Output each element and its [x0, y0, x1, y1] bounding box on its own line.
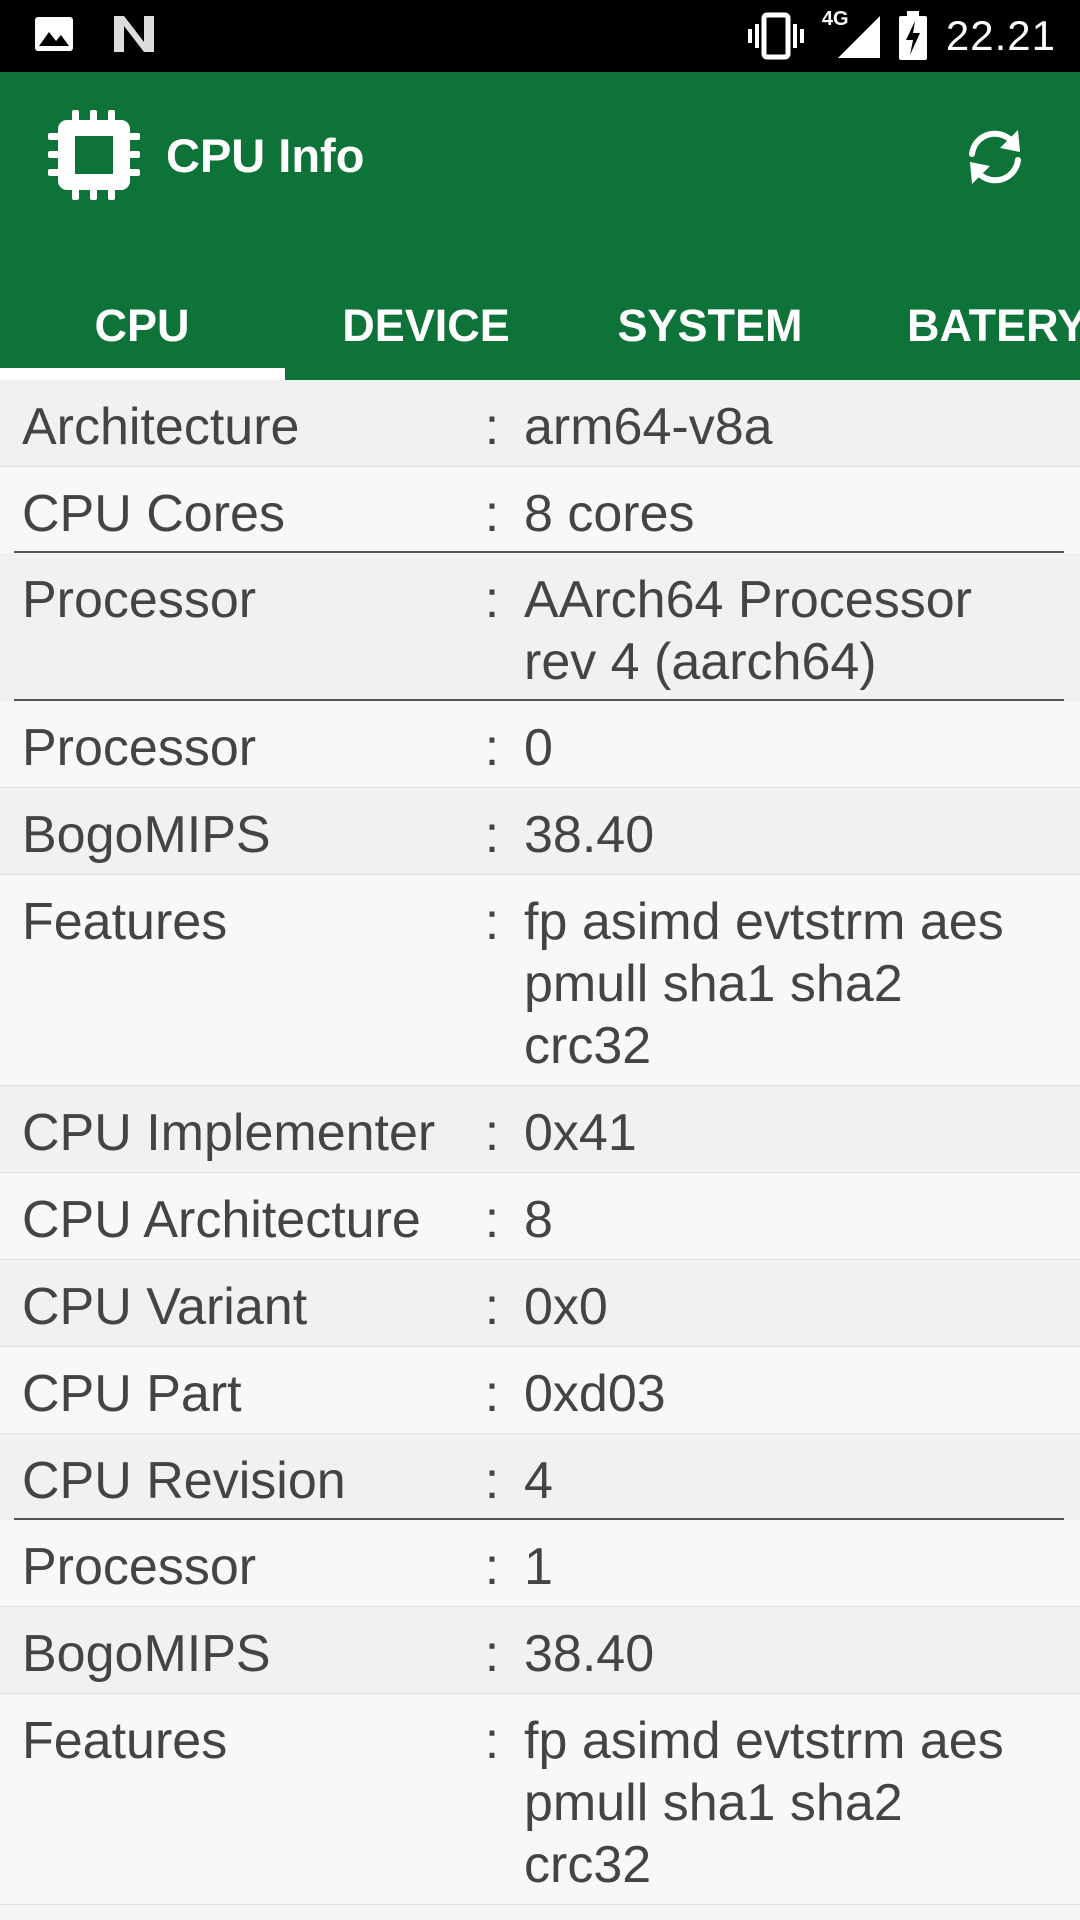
vibrate-icon: [747, 12, 804, 60]
n-icon: [114, 16, 154, 52]
cpu-info-list[interactable]: Architecture : arm64-v8a CPU Cores : 8 c…: [0, 380, 1080, 1920]
info-row: Features : fp asimd evtstrm aes pmull sh…: [0, 875, 1080, 1086]
row-value: 8: [524, 1191, 553, 1249]
refresh-icon[interactable]: [962, 124, 1028, 190]
row-value: 8 cores: [524, 485, 695, 543]
row-value: 38.40: [524, 1625, 655, 1683]
row-label: Features: [22, 893, 228, 951]
row-separator: :: [484, 719, 500, 777]
info-row: Features : fp asimd evtstrm aes pmull sh…: [0, 1694, 1080, 1905]
info-row: CPU Implementer : 0x41: [0, 1086, 1080, 1173]
app-title: CPU Info: [166, 129, 365, 182]
row-separator: :: [484, 1625, 500, 1683]
info-row: CPU Architecture : 8: [0, 1173, 1080, 1260]
tab-batery[interactable]: BATERY: [907, 300, 1080, 351]
row-label: Features: [22, 1712, 228, 1770]
tab-device[interactable]: DEVICE: [342, 300, 510, 351]
row-separator: :: [484, 1538, 500, 1596]
tab-indicator: [0, 368, 285, 380]
status-bar: 4G 22.21: [0, 0, 1080, 72]
info-row: BogoMIPS : 38.40: [0, 788, 1080, 875]
row-value: 38.40: [524, 806, 655, 864]
row-separator: :: [484, 1452, 500, 1510]
row-separator: :: [484, 485, 500, 543]
row-value: fp asimd evtstrm aes pmull sha1 sha2 crc…: [524, 893, 1004, 1075]
row-value: fp asimd evtstrm aes pmull sha1 sha2 crc…: [524, 1712, 1004, 1894]
signal-icon: 4G: [822, 8, 880, 60]
tab-cpu[interactable]: CPU: [94, 300, 190, 351]
image-icon: [35, 17, 73, 51]
row-separator: :: [484, 893, 500, 951]
row-label: CPU Cores: [22, 485, 285, 543]
row-label: CPU Architecture: [22, 1191, 421, 1249]
cpu-chip-icon: [48, 110, 140, 200]
row-label: Processor: [22, 1538, 257, 1596]
tab-bar: CPU DEVICE SYSTEM BATERY: [0, 270, 1080, 380]
row-separator: :: [484, 1104, 500, 1162]
row-separator: :: [484, 1278, 500, 1336]
row-label: CPU Revision: [22, 1452, 346, 1510]
info-row: Processor : AArch64 Processor rev 4 (aar…: [0, 553, 1080, 701]
info-row: BogoMIPS : 38.40: [0, 1607, 1080, 1694]
row-label: Processor: [22, 571, 257, 629]
row-label: Architecture: [22, 398, 300, 456]
network-label: 4G: [821, 8, 849, 30]
row-value: arm64-v8a: [524, 398, 773, 456]
info-row: CPU Variant : 0x0: [0, 1260, 1080, 1347]
row-label: CPU Implementer: [22, 1104, 436, 1162]
row-value: AArch64 Processor rev 4 (aarch64): [524, 571, 972, 691]
row-value: 0x41: [524, 1104, 637, 1162]
row-label: CPU Part: [22, 1365, 242, 1423]
info-row: Architecture : arm64-v8a: [0, 380, 1080, 467]
battery-charging-icon: [898, 11, 927, 60]
row-value: 0: [524, 719, 553, 777]
row-value: 0x0: [524, 1278, 608, 1336]
row-separator: :: [484, 1712, 500, 1770]
info-row: Processor : 1: [0, 1520, 1080, 1607]
app-bar: CPU Info CPU DEVICE SYSTEM BATERY: [0, 72, 1080, 380]
info-row: CPU Cores : 8 cores: [0, 467, 1080, 553]
tab-system[interactable]: SYSTEM: [617, 300, 803, 351]
row-separator: :: [484, 398, 500, 456]
info-row: CPU Revision : 4: [0, 1434, 1080, 1520]
row-label: Processor: [22, 719, 257, 777]
clock: 22.21: [945, 12, 1056, 59]
row-separator: :: [484, 1191, 500, 1249]
row-value: 1: [524, 1538, 553, 1596]
row-label: BogoMIPS: [22, 1625, 271, 1683]
row-separator: :: [484, 571, 500, 629]
row-label: CPU Variant: [22, 1278, 308, 1336]
info-row: CPU Part : 0xd03: [0, 1347, 1080, 1434]
row-separator: :: [484, 806, 500, 864]
row-value: 0xd03: [524, 1365, 666, 1423]
info-row: Processor : 0: [0, 701, 1080, 788]
row-separator: :: [484, 1365, 500, 1423]
row-value: 4: [524, 1452, 553, 1510]
row-label: BogoMIPS: [22, 806, 271, 864]
